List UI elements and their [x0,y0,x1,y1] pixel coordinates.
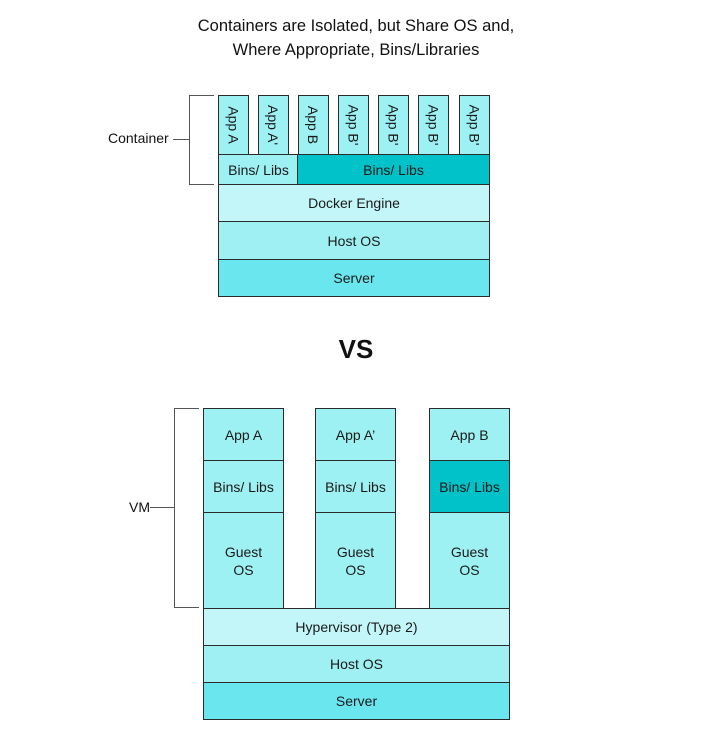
container-host-os-layer: Host OS [218,221,490,260]
vm3-bins-libs: Bins/ Libs [429,460,510,513]
guest-os-line1: Guest [450,543,489,560]
container-label: Container [108,130,169,146]
diagram-title: Containers are Isolated, but Share OS an… [0,14,712,62]
app-label: App A' [265,104,282,146]
container-bracket [189,95,214,185]
vm-host-os-layer: Host OS [203,645,510,683]
title-line-2: Where Appropriate, Bins/Libraries [232,41,480,59]
title-line-1: Containers are Isolated, but Share OS an… [197,17,515,35]
container-app-a: App A [218,95,249,155]
container-app-b-prime-4: App B' [459,95,490,155]
app-label: App B' [385,104,402,146]
vs-label: VS [338,334,374,364]
container-bins-libs-shared-b: Bins/ Libs [297,154,490,185]
docker-engine-layer: Docker Engine [218,184,490,222]
app-label: App B' [425,104,442,146]
app-label: App B [305,105,322,145]
container-bins-libs-shared-a: Bins/ Libs [218,154,299,185]
vm-bracket-tick [150,507,174,508]
guest-os-line1: Guest [336,543,375,560]
vm1-app: App A [203,408,284,461]
container-app-b: App B [298,95,329,155]
container-server-layer: Server [218,259,490,297]
vm-label: VM [129,499,150,515]
container-bracket-tick [173,139,189,140]
vm3-app: App B [429,408,510,461]
app-label: App B' [466,104,483,146]
app-label: App B' [345,104,362,146]
guest-os-line2: OS [345,561,366,578]
vm2-app: App A’ [315,408,396,461]
container-app-b-prime-3: App B' [418,95,449,155]
vm1-bins-libs: Bins/ Libs [203,460,284,513]
guest-os-line2: OS [459,561,480,578]
vm-bracket [174,408,199,608]
container-app-b-prime-2: App B' [378,95,409,155]
vm2-guest-os: Guest OS [315,512,396,609]
guest-os-line2: OS [233,561,254,578]
app-label: App A [225,106,242,144]
guest-os-line1: Guest [224,543,263,560]
vm2-bins-libs: Bins/ Libs [315,460,396,513]
hypervisor-layer: Hypervisor (Type 2) [203,608,510,646]
vm-server-layer: Server [203,682,510,720]
vm3-guest-os: Guest OS [429,512,510,609]
container-app-a-prime: App A' [258,95,289,155]
container-app-b-prime-1: App B' [338,95,369,155]
vm1-guest-os: Guest OS [203,512,284,609]
